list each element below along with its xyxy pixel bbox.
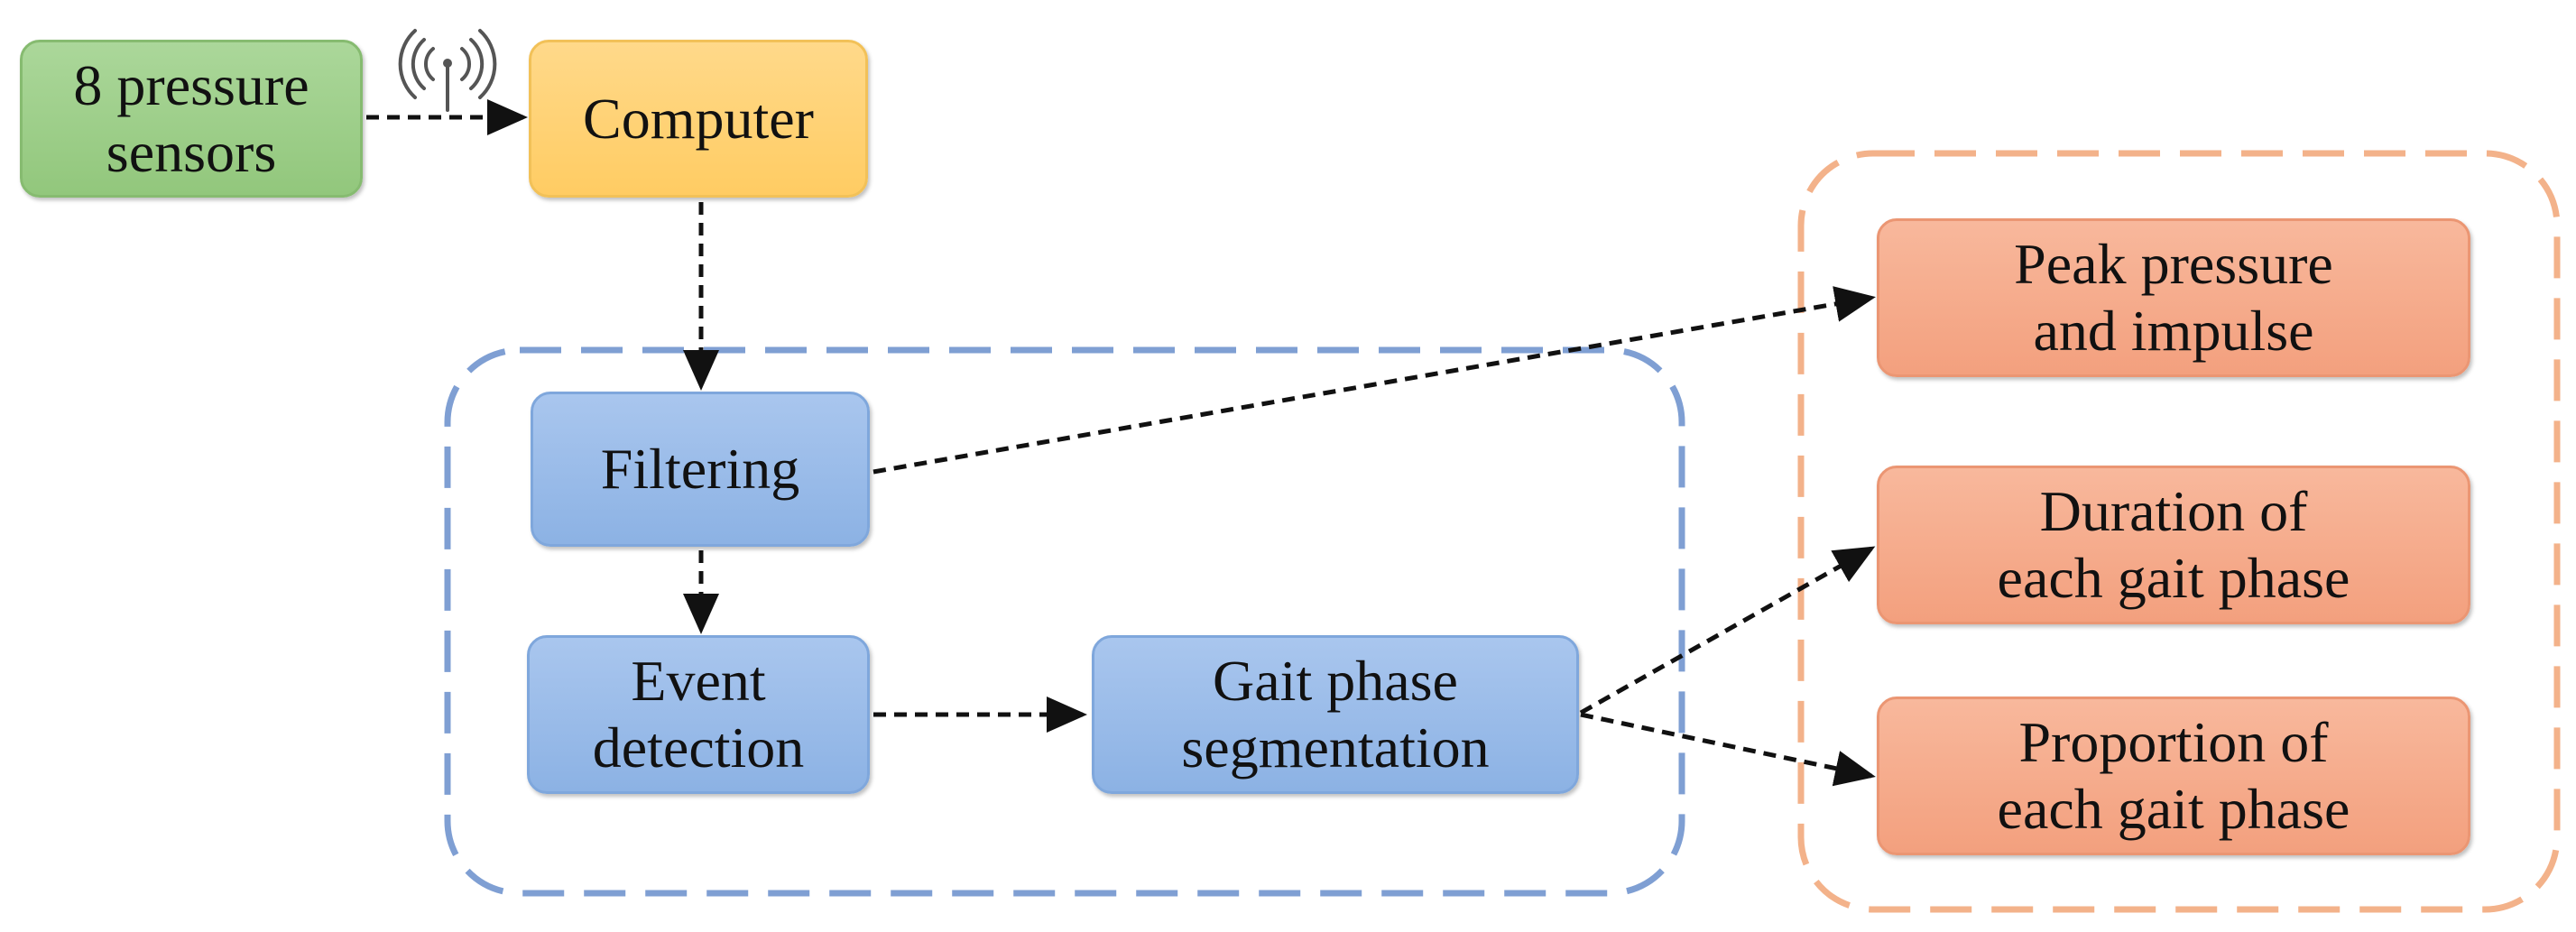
- gait-phase-segmentation-label-line1: Gait phase: [1213, 649, 1458, 714]
- event-detection-label-line1: Event: [631, 649, 766, 714]
- wireless-antenna-icon: [398, 29, 497, 112]
- proportion-label-line1: Proportion of: [2018, 710, 2329, 775]
- duration-label-line1: Duration of: [2039, 479, 2308, 544]
- pressure-sensors-label-line2: sensors: [106, 119, 277, 184]
- computer-label: Computer: [583, 86, 814, 151]
- pressure-sensors-label-line1: 8 pressure: [73, 52, 309, 117]
- peak-pressure-impulse-box: Peak pressure and impulse: [1877, 218, 2470, 377]
- duration-label-line2: each gait phase: [1997, 546, 2350, 610]
- gait-phase-segmentation-label-line2: segmentation: [1181, 715, 1490, 780]
- gait-phase-segmentation-box: Gait phase segmentation: [1092, 635, 1579, 794]
- filtering-box: Filtering: [531, 392, 870, 547]
- pressure-sensors-box: 8 pressure sensors: [20, 40, 363, 198]
- computer-box: Computer: [529, 40, 868, 198]
- event-detection-label-line2: detection: [592, 715, 805, 780]
- arrow-segmentation-to-duration: [1579, 546, 1876, 715]
- proportion-gait-phase-box: Proportion of each gait phase: [1877, 697, 2470, 855]
- arrow-filtering-to-peak-pressure: [873, 286, 1876, 475]
- duration-gait-phase-box: Duration of each gait phase: [1877, 466, 2470, 624]
- proportion-label-line2: each gait phase: [1997, 777, 2350, 841]
- peak-pressure-label-line2: and impulse: [2033, 299, 2314, 363]
- filtering-label: Filtering: [600, 437, 800, 502]
- arrow-segmentation-to-proportion: [1580, 712, 1876, 787]
- peak-pressure-label-line1: Peak pressure: [2014, 232, 2333, 297]
- output-group-outline: [1797, 150, 2561, 913]
- event-detection-box: Event detection: [527, 635, 870, 794]
